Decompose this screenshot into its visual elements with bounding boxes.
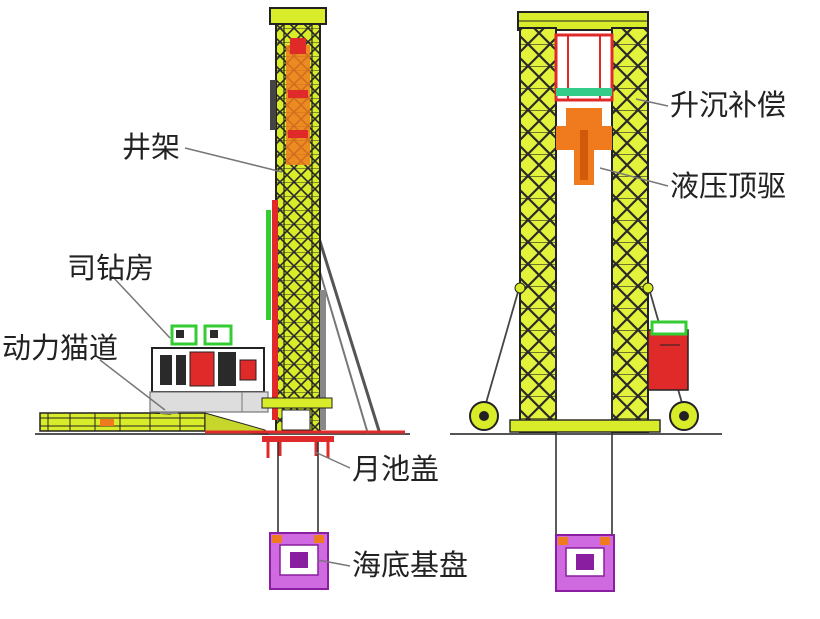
- moonpool-cover: [262, 436, 334, 458]
- power-unit: [647, 320, 689, 391]
- heave-compensator: [554, 33, 614, 102]
- side-view: [35, 7, 410, 590]
- driller-cabin: [149, 324, 269, 413]
- winch-left: [469, 401, 499, 431]
- label-heave-compensation: 升沉补偿: [670, 88, 787, 122]
- front-view: [450, 11, 722, 592]
- label-derrick: 井架: [122, 130, 181, 164]
- label-catwalk: 动力猫道: [2, 331, 119, 365]
- hydraulic-top-drive: [556, 108, 612, 185]
- leader-lines: [99, 98, 669, 567]
- subsea-template-left: [269, 532, 329, 590]
- label-hydraulic-top-drive: 液压顶驱: [670, 169, 787, 203]
- label-driller-cabin: 司钻房: [67, 251, 155, 285]
- subsea-template-right: [555, 534, 615, 592]
- label-moonpool-cover: 月池盖: [352, 452, 440, 486]
- winch-right: [669, 401, 699, 431]
- label-subsea-template: 海底基盘: [352, 548, 469, 582]
- derrick-mast: [261, 7, 333, 433]
